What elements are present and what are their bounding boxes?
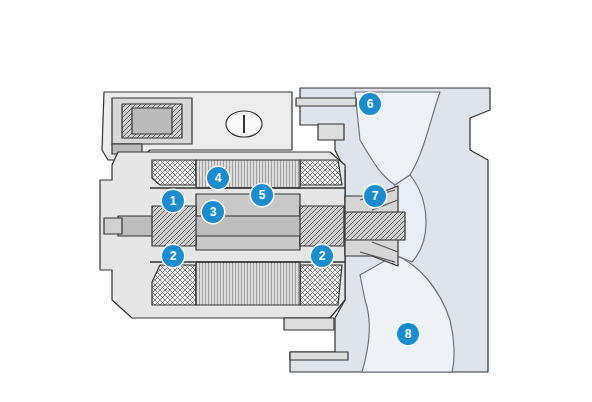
callout-number: 3 bbox=[202, 201, 224, 223]
callout-number: 4 bbox=[207, 167, 229, 189]
callout-number: 5 bbox=[251, 184, 273, 206]
callout-number: 2 bbox=[162, 245, 184, 267]
callout-number: 8 bbox=[397, 323, 419, 345]
callout-number: 2 bbox=[311, 245, 333, 267]
callout-number: 6 bbox=[359, 93, 381, 115]
callout-number: 1 bbox=[162, 190, 184, 212]
callout-number: 7 bbox=[364, 185, 386, 207]
